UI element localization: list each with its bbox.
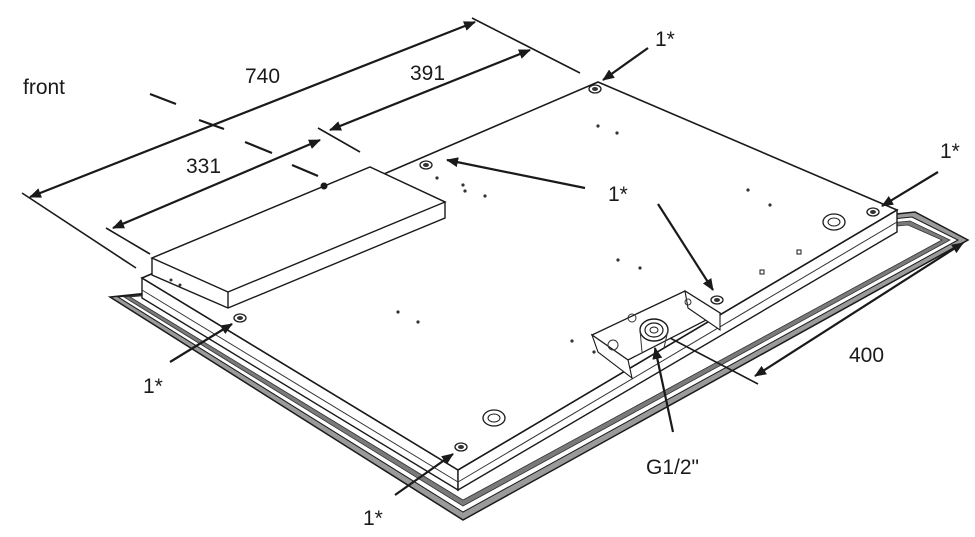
g-half-inch-fitting [639,318,669,353]
dimension-400 [669,242,964,385]
mounting-hole-center-right [710,295,724,305]
mounting-hole-center-left [419,160,433,170]
label-mount-left: 1* [143,375,163,398]
label-mount-center: 1* [608,183,628,206]
mounting-hole-right [866,207,880,217]
label-mount-bottom: 1* [363,507,383,530]
round-bosses [482,213,846,427]
mounting-hole-left [233,313,247,323]
centerline [149,92,319,178]
raised-housing [150,166,447,309]
connection-recess [590,289,722,380]
label-g-half-inch: G1/2" [646,456,699,479]
dimension-331 [105,138,321,255]
label-mount-top: 1* [655,28,675,51]
dimension-391 [317,48,531,153]
label-mount-right: 1* [940,140,960,163]
label-400: 400 [849,344,884,367]
label-front: front [23,76,65,99]
label-331: 331 [186,155,221,178]
mounting-hole-bottom [454,442,468,452]
callout-arrows [169,47,939,496]
mounting-hole-top [588,84,602,94]
label-740: 740 [245,65,280,88]
label-391: 391 [410,62,445,85]
